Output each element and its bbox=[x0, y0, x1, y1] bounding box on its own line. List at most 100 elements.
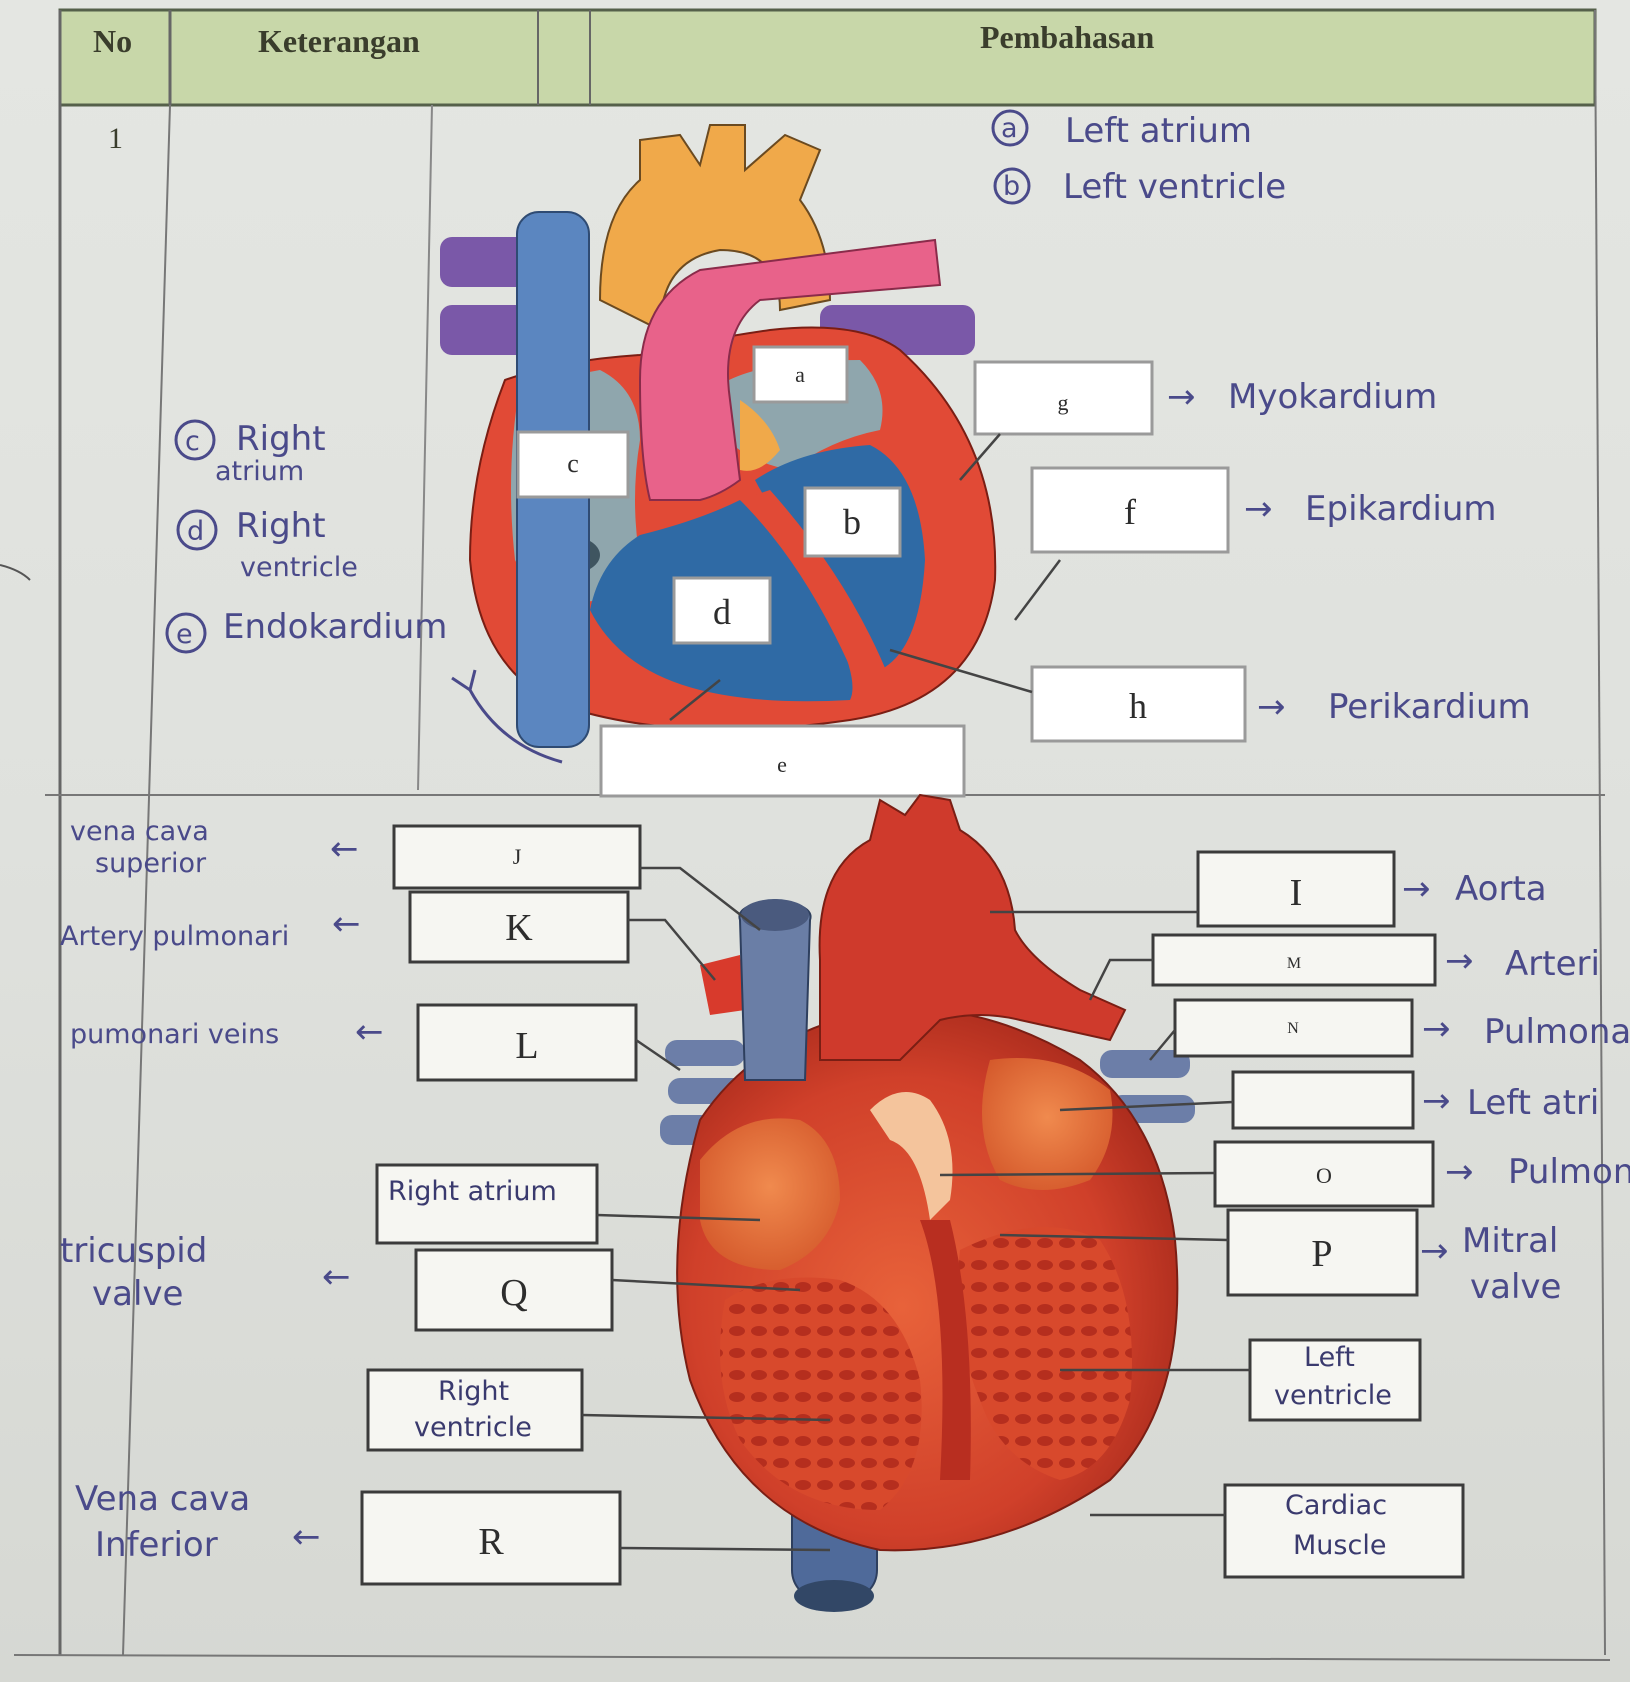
arrow-Q: ← bbox=[322, 1257, 351, 1297]
arrow-g: → bbox=[1167, 377, 1196, 417]
answer-Q-line1: tricuspid bbox=[60, 1231, 207, 1271]
answer-c-line2: atrium bbox=[215, 456, 304, 487]
svg-text:Left: Left bbox=[1304, 1342, 1355, 1373]
svg-text:ventricle: ventricle bbox=[1274, 1380, 1392, 1411]
svg-text:I: I bbox=[1290, 872, 1303, 914]
label-box-d: d bbox=[674, 578, 770, 643]
circle-letter-a: a bbox=[1001, 113, 1018, 144]
row-number: 1 bbox=[108, 122, 123, 155]
answer-P-line1: Mitral bbox=[1462, 1221, 1558, 1261]
label-box-g: g bbox=[975, 362, 1152, 434]
svg-text:J: J bbox=[513, 844, 522, 869]
label-box-M: M bbox=[1153, 935, 1435, 985]
label-box-right-ventricle: Right ventricle bbox=[368, 1370, 582, 1450]
svg-text:c: c bbox=[567, 449, 579, 478]
heart-diagram-2 bbox=[660, 795, 1195, 1612]
circle-letter-d: d bbox=[187, 516, 204, 547]
answer-I: Aorta bbox=[1455, 869, 1547, 909]
answer-L: pumonari veins bbox=[70, 1019, 279, 1050]
label-box-K: K bbox=[410, 892, 628, 962]
svg-text:b: b bbox=[843, 502, 861, 542]
arrow-f: → bbox=[1244, 489, 1273, 529]
answer-b: Left ventricle bbox=[1063, 167, 1286, 207]
label-box-cardiac-muscle: Cardiac Muscle bbox=[1225, 1485, 1463, 1577]
svg-text:O: O bbox=[1316, 1163, 1332, 1188]
svg-text:N: N bbox=[1287, 1020, 1299, 1037]
answer-d-line2: ventricle bbox=[240, 552, 358, 583]
arrow-N: → bbox=[1422, 1009, 1451, 1049]
svg-text:g: g bbox=[1058, 390, 1069, 415]
answer-M: Arteri bbox=[1505, 944, 1600, 984]
svg-text:M: M bbox=[1287, 955, 1301, 972]
arrow-P: → bbox=[1420, 1231, 1449, 1271]
answer-blank: Left atri bbox=[1467, 1083, 1599, 1123]
answer-h: Perikardium bbox=[1328, 687, 1531, 727]
arrow-L: ← bbox=[355, 1012, 384, 1052]
svg-text:Cardiac: Cardiac bbox=[1285, 1490, 1387, 1521]
label-box-L: L bbox=[418, 1005, 636, 1080]
answer-N: Pulmona bbox=[1484, 1012, 1630, 1052]
svg-text:Muscle: Muscle bbox=[1293, 1530, 1386, 1561]
label-box-e: e bbox=[601, 726, 964, 796]
answer-R-line2: Inferior bbox=[95, 1525, 218, 1565]
svg-text:K: K bbox=[505, 907, 533, 949]
label-box-a: a bbox=[754, 347, 847, 402]
svg-text:Right atrium: Right atrium bbox=[388, 1176, 557, 1207]
answer-R-line1: Vena cava bbox=[75, 1479, 250, 1519]
svg-text:P: P bbox=[1311, 1233, 1332, 1275]
label-box-P: P bbox=[1228, 1210, 1417, 1295]
svg-text:Q: Q bbox=[500, 1272, 527, 1314]
answer-d-line1: Right bbox=[236, 506, 326, 546]
svg-text:f: f bbox=[1124, 492, 1136, 532]
label-box-h: h bbox=[1032, 667, 1245, 741]
answer-a: Left atrium bbox=[1065, 111, 1252, 151]
circle-letter-b: b bbox=[1003, 171, 1020, 202]
answer-K: Artery pulmonari bbox=[60, 921, 289, 952]
svg-text:Right: Right bbox=[438, 1376, 509, 1407]
answer-Q-line2: valve bbox=[92, 1274, 183, 1314]
header-pembahasan: Pembahasan bbox=[980, 19, 1154, 55]
arrow-O: → bbox=[1445, 1152, 1474, 1192]
label-box-N: N bbox=[1175, 1000, 1412, 1056]
answer-f: Epikardium bbox=[1305, 489, 1497, 529]
answer-c-line1: Right bbox=[236, 419, 326, 459]
label-box-blank bbox=[1233, 1072, 1413, 1128]
svg-text:d: d bbox=[713, 592, 731, 632]
label-box-J: J bbox=[394, 826, 640, 888]
arrow-h: → bbox=[1257, 687, 1286, 727]
label-box-c: c bbox=[518, 432, 628, 497]
label-box-I: I bbox=[1198, 852, 1394, 926]
circle-letter-e: e bbox=[176, 619, 193, 650]
circle-letter-c: c bbox=[185, 426, 200, 457]
pulmonary-artery-left bbox=[700, 955, 745, 1015]
answer-g: Myokardium bbox=[1228, 377, 1437, 417]
answer-O: Pulmon bbox=[1508, 1152, 1630, 1192]
label-box-f: f bbox=[1032, 468, 1228, 552]
svg-text:ventricle: ventricle bbox=[414, 1412, 532, 1443]
arrow-K: ← bbox=[332, 904, 361, 944]
heart-diagram-1: a c b d g f h e bbox=[440, 125, 1245, 796]
arrow-J: ← bbox=[330, 829, 359, 869]
label-box-Q: Q bbox=[416, 1250, 612, 1330]
svg-text:a: a bbox=[795, 362, 805, 387]
label-box-O: O bbox=[1215, 1142, 1433, 1206]
arrow-I: → bbox=[1402, 869, 1431, 909]
label-box-right-atrium: Right atrium bbox=[377, 1165, 597, 1243]
header-keterangan: Keterangan bbox=[258, 23, 420, 59]
header-no: No bbox=[93, 23, 132, 59]
answer-J-line2: superior bbox=[95, 848, 207, 879]
label-box-R: R bbox=[362, 1492, 620, 1584]
svg-text:h: h bbox=[1129, 686, 1147, 726]
label-box-b: b bbox=[805, 488, 900, 556]
arrow-R: ← bbox=[292, 1517, 321, 1557]
answer-P-line2: valve bbox=[1470, 1267, 1561, 1307]
arrow-blank: → bbox=[1422, 1081, 1451, 1121]
label-box-left-ventricle: Left ventricle bbox=[1250, 1340, 1420, 1420]
svg-text:L: L bbox=[515, 1025, 538, 1067]
answer-e: Endokardium bbox=[223, 607, 447, 647]
answer-J-line1: vena cava bbox=[70, 816, 209, 847]
arrow-M: → bbox=[1445, 941, 1474, 981]
svg-text:e: e bbox=[777, 752, 787, 777]
